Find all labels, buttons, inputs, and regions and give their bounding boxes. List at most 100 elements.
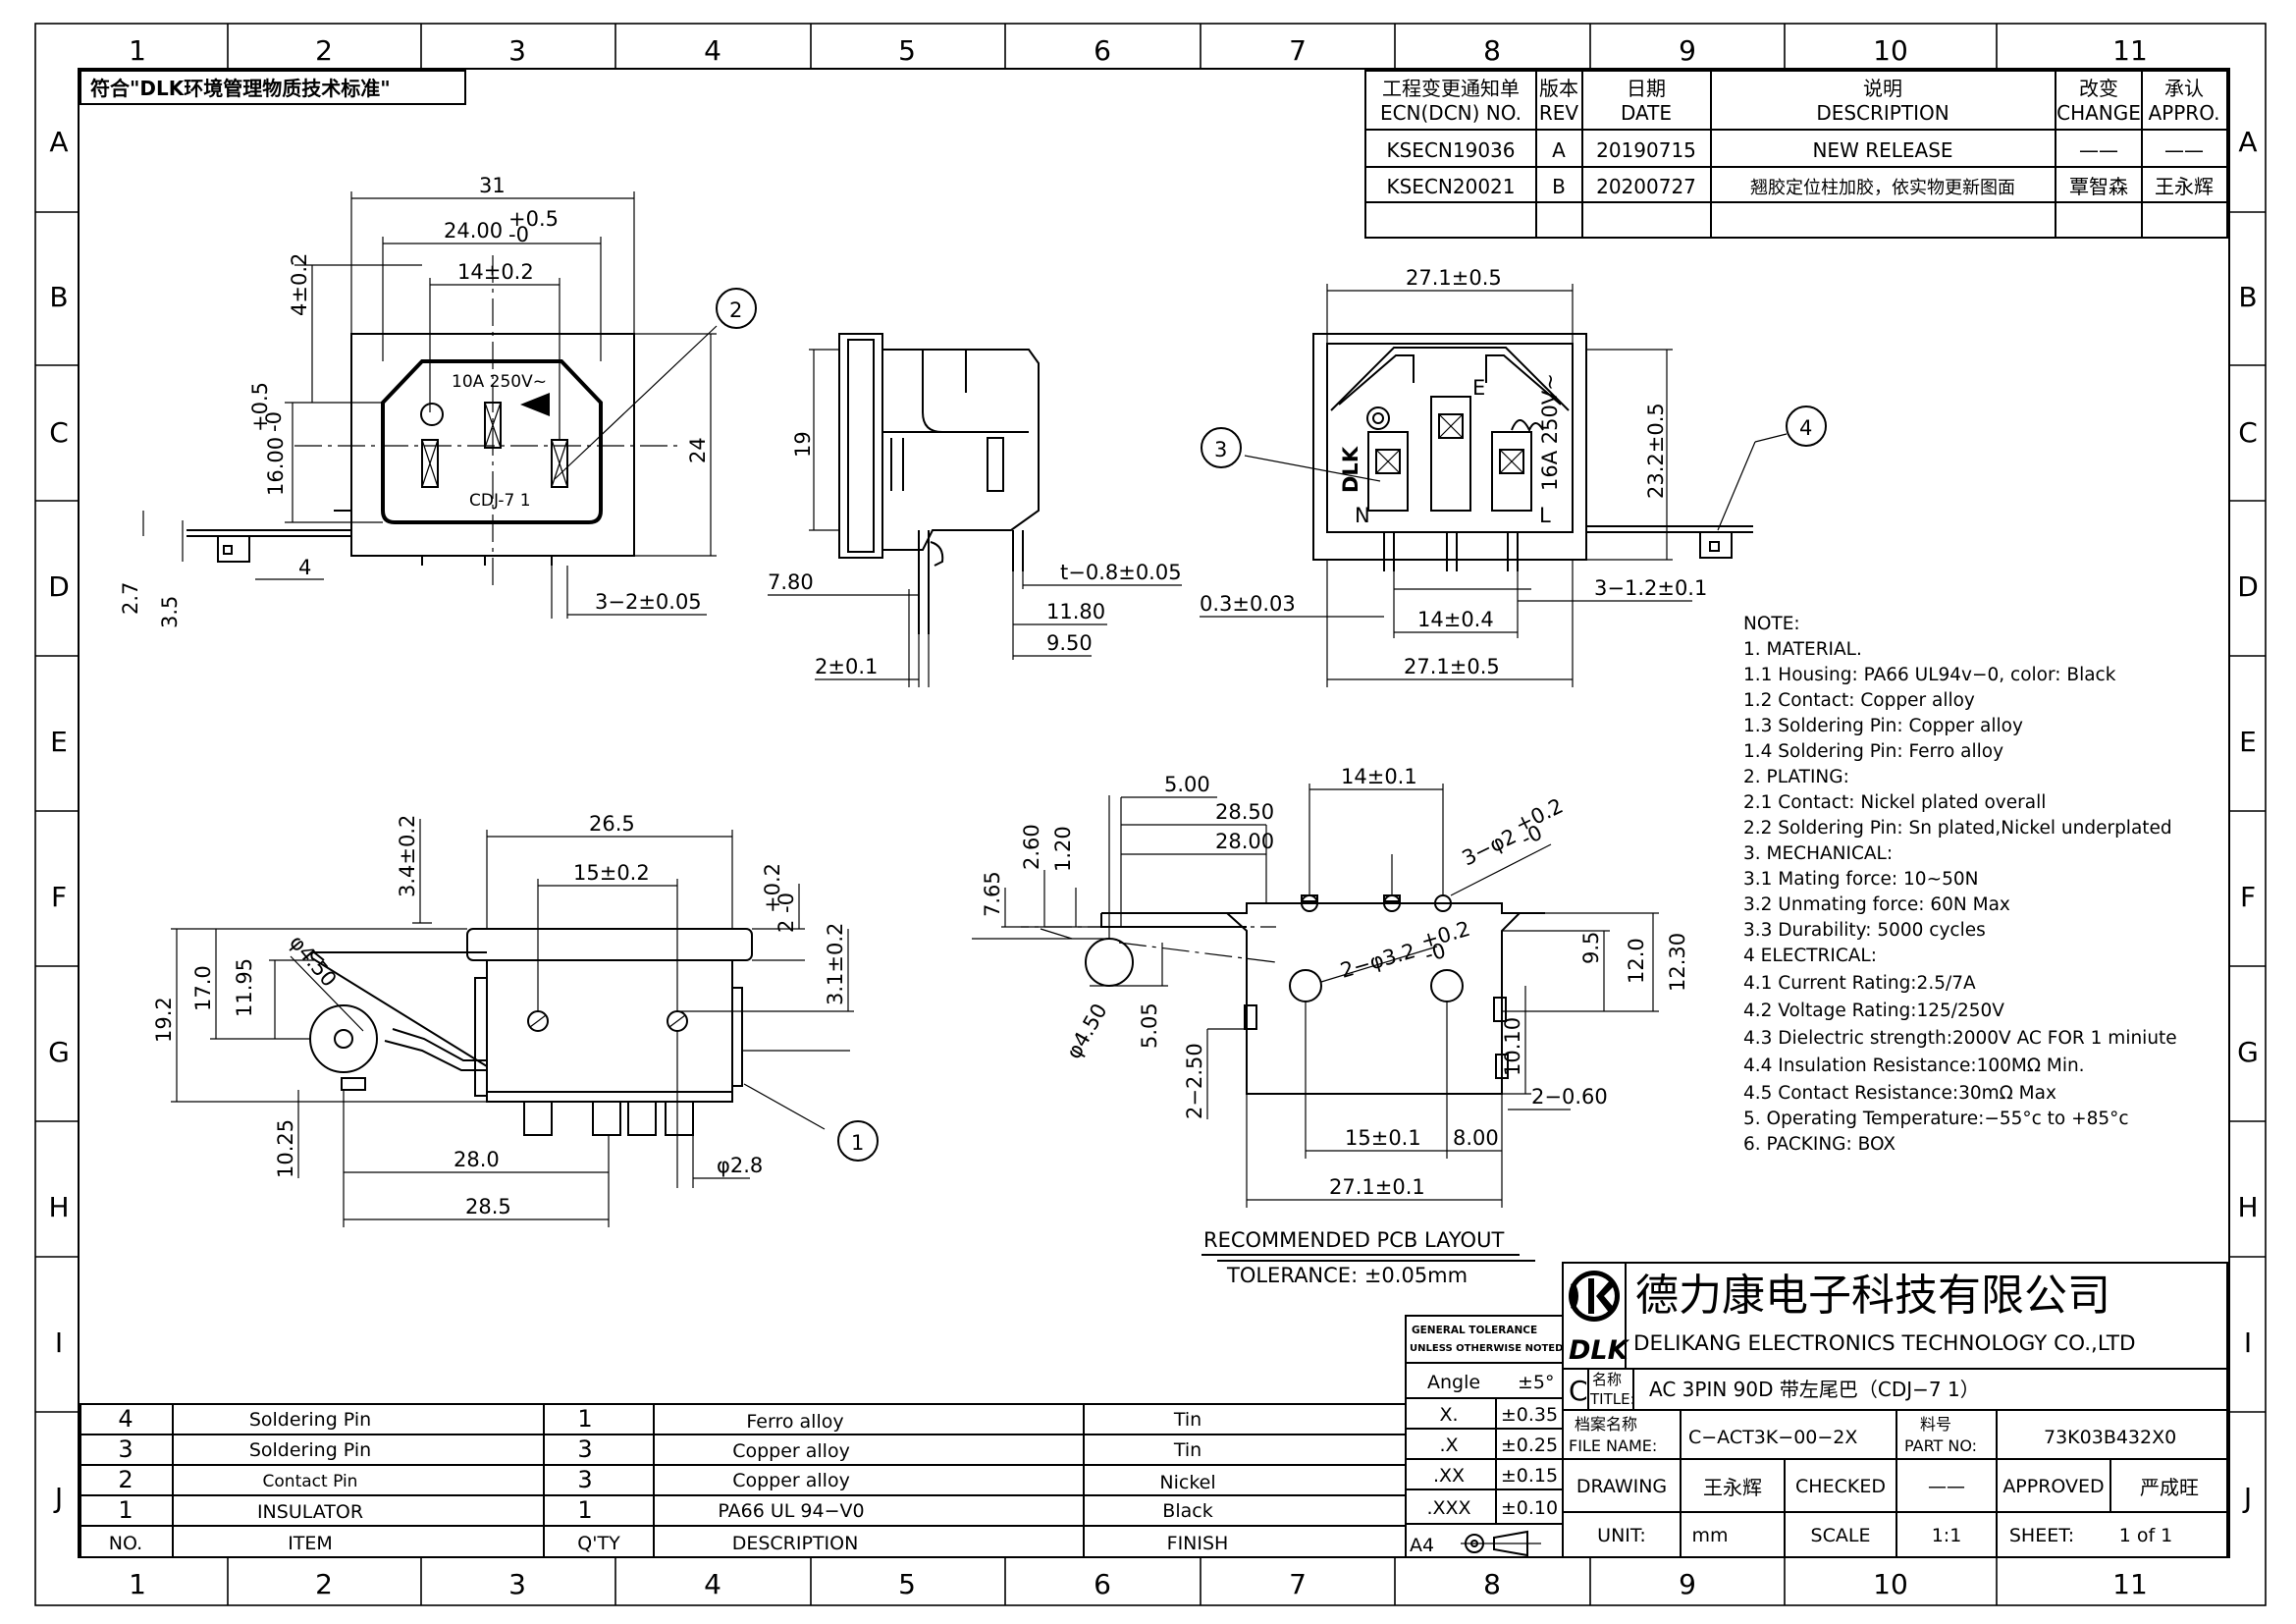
zone-left-H: H [48, 1191, 69, 1223]
zone-left-F: F [51, 881, 67, 913]
front-callout-2: 2 [729, 298, 742, 322]
dim-pcb-14: 14±0.1 [1341, 765, 1417, 788]
note-line: 4 ELECTRICAL: [1743, 946, 1877, 966]
company-name-en: DELIKANG ELECTRONICS TECHNOLOGY CO.,LTD [1633, 1331, 2136, 1356]
zone-left-I: I [55, 1326, 63, 1359]
zone-top-6: 6 [1094, 34, 1111, 67]
rev-header-rev-cn: 版本 [1539, 77, 1578, 100]
scale-value: 1:1 [1932, 1525, 1962, 1546]
dim-rear-3pins: 3−1.2±0.1 [1594, 576, 1707, 600]
rev-letter: C [1569, 1375, 1588, 1407]
dim-pcb-1230: 12.30 [1666, 933, 1689, 992]
note-line: 3.3 Durability: 5000 cycles [1743, 920, 1986, 941]
tol-angle-value: ±5° [1518, 1372, 1555, 1393]
rev-row-1-rev: A [1552, 138, 1566, 162]
dim-pcb-765: 7.65 [981, 871, 1004, 917]
dim-rear-271-bottom: 27.1±0.5 [1404, 655, 1500, 678]
dim-front-24w: 24.00 [444, 219, 503, 243]
tol-row-2-value: ±0.25 [1501, 1435, 1558, 1456]
zone-left-J: J [53, 1482, 63, 1514]
bom-row-3-desc: Copper alloy [732, 1470, 850, 1491]
bom-row-1-desc: Ferro alloy [746, 1411, 843, 1433]
zone-bottom-3: 3 [508, 1568, 526, 1600]
dim-rear-271-top: 27.1±0.5 [1406, 266, 1502, 290]
dim-side-1180: 11.80 [1046, 600, 1105, 623]
dim-side-2: 2±0.1 [815, 655, 878, 678]
dim-pcb-271: 27.1±0.1 [1329, 1175, 1425, 1199]
revision-table: 工程变更通知单 ECN(DCN) NO. 版本 REV 日期 DATE 说明 D… [1364, 70, 2228, 239]
front-rating-text: 10A 250V~ [452, 372, 547, 392]
dim-bottom-31: 3.1±0.2 [824, 923, 847, 1005]
dlk-logo-icon: DLK [1569, 1271, 1630, 1366]
note-line: 4.5 Contact Resistance:30mΩ Max [1743, 1083, 2056, 1104]
zone-top-8: 8 [1483, 34, 1501, 67]
dim-front-pins: 3−2±0.05 [595, 590, 702, 614]
tol-angle-label: Angle [1427, 1372, 1480, 1393]
note-line: 5. Operating Temperature:−55°c to +85°c [1743, 1109, 2129, 1129]
dim-front-4: 4±0.2 [288, 253, 311, 316]
file-value: C−ACT3K−00−2X [1688, 1427, 1857, 1448]
dim-pcb-2800: 28.00 [1215, 830, 1274, 853]
bom-header-finish: FINISH [1167, 1533, 1229, 1554]
zone-right-D: D [2237, 570, 2259, 603]
bom-row-4-desc: PA66 UL 94−V0 [718, 1500, 864, 1522]
sheet-value: 1 of 1 [2119, 1525, 2173, 1546]
bom-row-4-item: INSULATOR [257, 1501, 363, 1523]
title-label-en: TITLE: [1589, 1390, 1635, 1408]
tol-row-2-label: .X [1439, 1435, 1458, 1456]
zone-right-A: A [2238, 126, 2257, 158]
zone-left-C: C [49, 416, 69, 449]
approved-label: APPROVED [2002, 1476, 2104, 1497]
dim-front-35: 3.5 [158, 596, 182, 628]
tol-row-4-label: .XXX [1426, 1497, 1470, 1519]
rev-row-1-desc: NEW RELEASE [1812, 138, 1952, 162]
zone-top-11: 11 [2112, 34, 2148, 67]
scale-label: SCALE [1811, 1525, 1871, 1546]
dim-bottom-170: 17.0 [191, 965, 215, 1011]
bom-header-item: ITEM [288, 1533, 333, 1554]
note-line: 1.2 Contact: Copper alloy [1743, 690, 1975, 711]
rev-header-ecn-en: ECN(DCN) NO. [1380, 101, 1522, 125]
drawing-value: 王永辉 [1703, 1476, 1762, 1499]
note-line: 3.2 Unmating force: 60N Max [1743, 894, 2010, 915]
rev-header-desc-cn: 说明 [1863, 77, 1902, 100]
dim-pcb-2holes: 2−φ3.2 [1338, 939, 1418, 983]
part-value: 73K03B432X0 [2044, 1427, 2176, 1448]
bom-row-2-finish: Tin [1173, 1439, 1201, 1461]
note-line: 2.2 Soldering Pin: Sn plated,Nickel unde… [1743, 818, 2172, 839]
pcb-tolerance: TOLERANCE: ±0.05mm [1226, 1264, 1468, 1287]
rev-row-2-ecn: KSECN20021 [1387, 175, 1516, 198]
bottom-view: 1 26.5 3.4±0.2 15±0.2 2 +0.2 -0 3.1±0.2 … [152, 812, 879, 1227]
dim-bottom-1025: 10.25 [274, 1119, 297, 1178]
rev-row-1-ecn: KSECN19036 [1387, 138, 1516, 162]
rear-mark-e: E [1472, 376, 1485, 400]
dim-front-4b: 4 [298, 556, 311, 579]
zone-bottom-9: 9 [1679, 1568, 1696, 1600]
tol-row-1-value: ±0.35 [1501, 1404, 1558, 1426]
bom-row-3-qty: 3 [577, 1466, 592, 1493]
tol-row-3-label: .XX [1433, 1465, 1465, 1487]
rev-header-rev-en: REV [1539, 101, 1579, 125]
bottom-callout-1: 1 [851, 1131, 864, 1155]
zone-top-9: 9 [1679, 34, 1696, 67]
dim-bottom-2-tol-l: -0 [774, 893, 798, 913]
bom-table: 4 Soldering Pin 1 Ferro alloy Tin 3 Sold… [80, 1403, 1407, 1558]
part-label-cn: 料号 [1920, 1415, 1951, 1434]
dim-bottom-2: 2 [774, 920, 798, 933]
dim-bottom-28: φ2.8 [717, 1154, 763, 1177]
bom-row-1-qty: 1 [577, 1405, 592, 1433]
bom-row-4-qty: 1 [577, 1496, 592, 1524]
rev-header-change-en: CHANGE [2056, 101, 2141, 125]
env-standard-stamp: 符合"DLK环境管理物质技术标准" [80, 70, 466, 105]
zone-top-2: 2 [315, 34, 333, 67]
dim-rear-14: 14±0.4 [1417, 608, 1494, 631]
note-line: 4.3 Dielectric strength:2000V AC FOR 1 m… [1743, 1028, 2177, 1049]
dim-front-16-tol-l: -0 [262, 411, 286, 432]
dim-pcb-800: 8.00 [1453, 1126, 1499, 1150]
zone-bottom-10: 10 [1873, 1568, 1908, 1600]
zone-right-G: G [2237, 1036, 2259, 1068]
projection-symbol-icon [1461, 1530, 1541, 1557]
tol-title-2: UNLESS OTHERWISE NOTED [1410, 1343, 1563, 1354]
bom-row-3-item: Contact Pin [263, 1472, 358, 1491]
dim-pcb-1010: 10.10 [1501, 1017, 1524, 1076]
